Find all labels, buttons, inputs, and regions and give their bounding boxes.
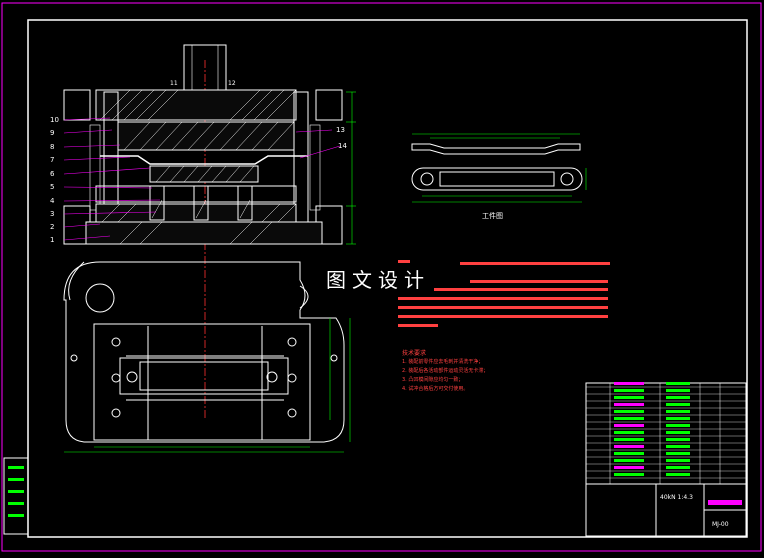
part-number: 2 (50, 223, 55, 231)
part-number: 5 (50, 183, 55, 191)
part-leaders (63, 117, 341, 241)
die-section-view (63, 44, 356, 420)
note-line: 3. 凸凹模间隙应均匀一致； (402, 377, 464, 383)
title-block (585, 382, 747, 537)
bom-text-mark (614, 417, 644, 420)
part-number: 14 (338, 142, 347, 150)
bom-text-mark (666, 396, 690, 399)
part-number: 7 (50, 156, 55, 164)
note-line: 1. 装配前零件应去毛刺并清洗干净； (402, 359, 484, 365)
note-line: 2. 装配后各活动部件运动灵活无卡滞； (402, 368, 489, 374)
note-line: 4. 试冲合格后方可交付使用。 (402, 386, 469, 392)
part-number: 9 (50, 129, 55, 137)
plan-dimensions (64, 318, 351, 453)
workpiece-drawing (411, 143, 583, 191)
top-label: 11 (170, 80, 178, 87)
bom-text-mark (666, 473, 690, 476)
bom-text-mark (666, 403, 690, 406)
bom-text-mark (614, 445, 644, 448)
bom-text-mark (614, 396, 644, 399)
description-text (398, 260, 610, 327)
part-number: 8 (50, 143, 55, 151)
bom-text-mark (614, 466, 644, 469)
bom-text-mark (614, 424, 644, 427)
bom-text-mark (614, 403, 644, 406)
drawing-number: MJ-00 (712, 521, 729, 528)
bom-text-mark (666, 466, 690, 469)
bom-text-mark (666, 459, 690, 462)
bom-text-mark (666, 438, 690, 441)
bom-text-mark (614, 410, 644, 413)
bom-text-mark (666, 410, 690, 413)
part-number: 6 (50, 170, 55, 178)
workpiece-dimensions (412, 133, 587, 203)
bom-text-mark (666, 431, 690, 434)
bom-text-mark (666, 417, 690, 420)
side-stamp-block (3, 457, 29, 535)
bom-text-mark (666, 445, 690, 448)
bom-text-mark (666, 389, 690, 392)
workpiece-caption: 工件图 (482, 212, 503, 220)
bom-text-mark (666, 382, 690, 385)
top-label: 12 (228, 80, 236, 87)
bom-text-mark (614, 452, 644, 455)
bom-text-mark (614, 438, 644, 441)
bom-text-mark (666, 424, 690, 427)
bom-text-mark (614, 382, 644, 385)
die-plan-view (63, 261, 345, 443)
part-number: 4 (50, 197, 55, 205)
bom-text-mark (614, 473, 644, 476)
inner-border (27, 19, 748, 538)
bom-text-mark (614, 431, 644, 434)
part-number: 3 (50, 210, 55, 218)
notes-title: 技术要求 (402, 350, 427, 357)
part-number: 1 (50, 236, 55, 244)
scale-text: 40kN 1:4.3 (660, 494, 693, 501)
bom-text-mark (666, 452, 690, 455)
part-number: 10 (50, 116, 59, 124)
part-number: 13 (336, 126, 345, 134)
bom-text-mark (614, 389, 644, 392)
watermark: 图文设计 (322, 264, 434, 293)
bom-text-mark (614, 459, 644, 462)
